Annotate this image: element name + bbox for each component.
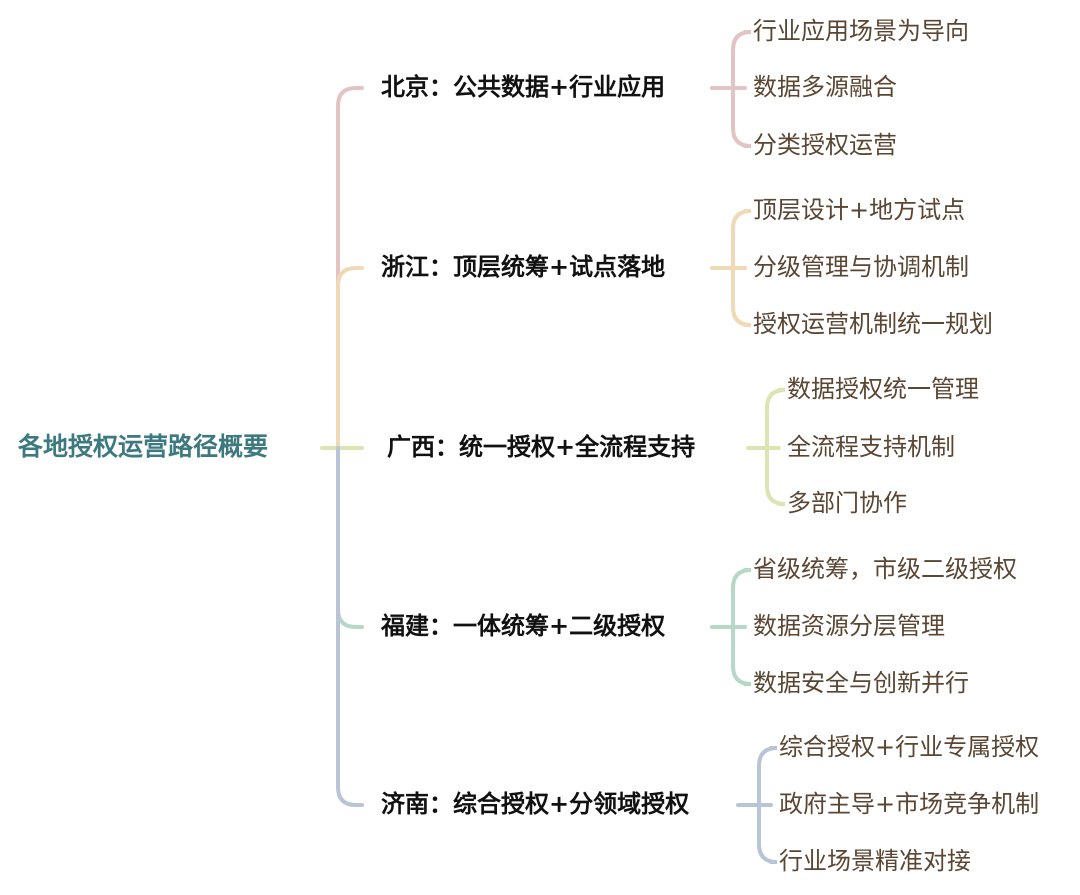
leaf-node[interactable]: 授权运营机制统一规划 [753,310,993,338]
leaf-connector [757,803,778,864]
leaf-node[interactable]: 政府主导+市场竞争机制 [779,790,1039,818]
branch-node-jinan[interactable]: 济南：综合授权+分领域授权 [381,790,689,818]
leaf-connector [731,568,752,629]
branch-node-fujian[interactable]: 福建：一体统筹+二级授权 [380,612,665,640]
leaf-connector [731,30,752,90]
leaf-node[interactable]: 数据安全与创新并行 [753,669,969,697]
leaf-connector [731,266,752,327]
leaf-node[interactable]: 行业应用场景为导向 [753,17,969,45]
branch-node-zhejiang[interactable]: 浙江：顶层统筹+试点落地 [381,253,665,281]
leaf-node[interactable]: 数据资源分层管理 [753,612,945,640]
trunk-connector [336,266,364,450]
trunk-connector [336,446,364,807]
leaf-node[interactable]: 全流程支持机制 [787,433,955,461]
leaf-node[interactable]: 多部门协作 [787,489,907,517]
leaf-node[interactable]: 数据多源融合 [753,73,897,101]
leaf-node[interactable]: 综合授权+行业专属授权 [779,733,1039,761]
root-node-label[interactable]: 各地授权运营路径概要 [17,432,268,461]
leaf-node[interactable]: 省级统筹，市级二级授权 [753,555,1017,583]
leaf-node[interactable]: 顶层设计+地方试点 [753,196,965,224]
branch-node-beijing[interactable]: 北京：公共数据+行业应用 [381,73,665,101]
leaf-node[interactable]: 数据授权统一管理 [787,375,979,403]
leaf-connector [765,388,786,450]
trunk-connector [336,86,364,450]
trunk-connector [336,446,364,629]
connector-lines [320,30,786,864]
leaf-node[interactable]: 分类授权运营 [753,131,897,159]
leaf-connector [731,209,752,270]
leaf-connector [731,86,752,148]
leaf-node[interactable]: 分级管理与协调机制 [753,253,969,281]
leaf-connector [731,625,752,686]
leaf-connector [757,746,778,807]
leaf-connector [765,446,786,506]
leaf-node[interactable]: 行业场景精准对接 [779,847,971,875]
branch-node-guangxi[interactable]: 广西：统一授权+全流程支持 [387,433,695,461]
